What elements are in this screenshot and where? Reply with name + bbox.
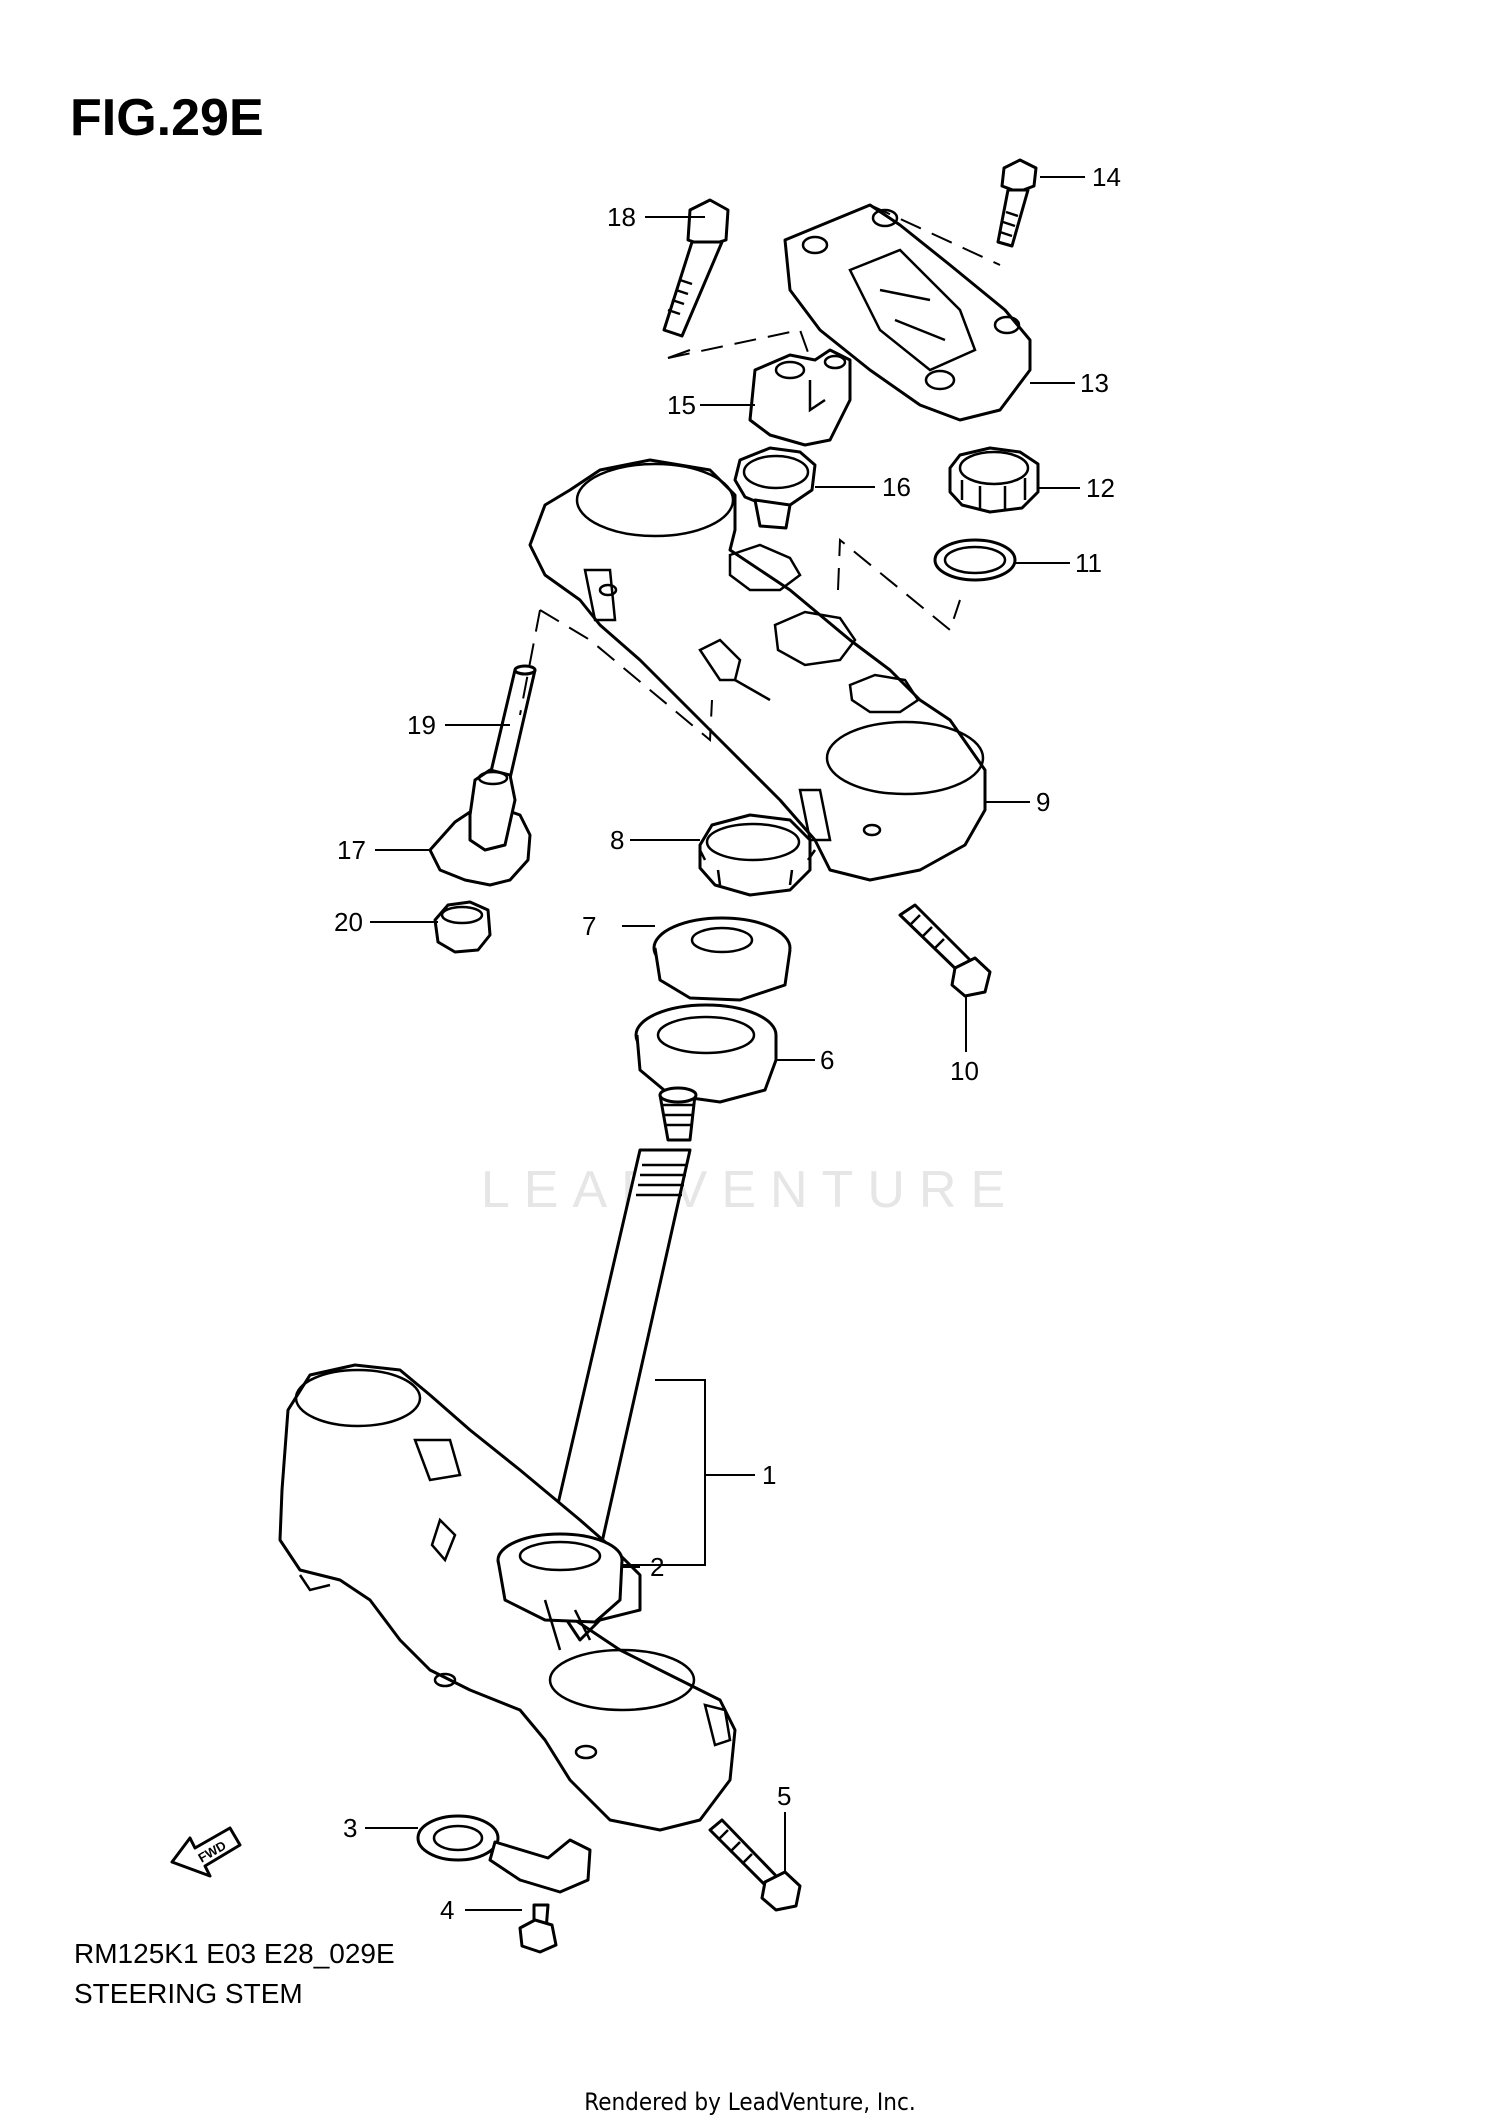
callout-19[interactable]: 19 — [407, 710, 436, 740]
part-7-dust-seal[interactable] — [652, 916, 792, 1002]
callout-14[interactable]: 14 — [1092, 162, 1121, 192]
assembly-guide-lines — [519, 204, 1001, 743]
callout-10[interactable]: 10 — [950, 1056, 979, 1086]
callout-9[interactable]: 9 — [1036, 787, 1050, 817]
callout-7[interactable]: 7 — [582, 911, 596, 941]
callout-5[interactable]: 5 — [777, 1781, 791, 1811]
part-4-bolt[interactable] — [518, 1903, 558, 1954]
callout-6[interactable]: 6 — [820, 1045, 834, 1075]
part-1-steering-stem[interactable] — [278, 1086, 737, 1832]
figure-title: FIG.29E — [70, 89, 264, 147]
part-9-upper-bracket[interactable] — [528, 458, 987, 882]
callout-leaders — [365, 176, 1085, 1911]
callout-labels: 18 14 13 15 16 12 11 9 19 17 20 8 7 6 10… — [334, 162, 1121, 1925]
part-14-bolt[interactable] — [996, 158, 1038, 248]
part-12-stem-nut[interactable] — [948, 446, 1040, 514]
rendered-by-footer: Rendered by LeadVenture, Inc. — [584, 2088, 916, 2116]
part-5-bolt[interactable] — [708, 1818, 802, 1912]
part-18-bolt[interactable] — [662, 198, 730, 338]
callout-20[interactable]: 20 — [334, 907, 363, 937]
part-17-damper[interactable] — [428, 768, 532, 887]
part-20-nut[interactable] — [433, 900, 492, 954]
callout-18[interactable]: 18 — [607, 202, 636, 232]
callout-11[interactable]: 11 — [1075, 548, 1102, 578]
callout-3[interactable]: 3 — [343, 1813, 357, 1843]
part-10-bolt[interactable] — [898, 903, 992, 998]
part-15-clamp-holder[interactable] — [748, 348, 852, 447]
part-13-handlebar-clamp[interactable] — [783, 203, 1032, 422]
part-8-lock-nut[interactable] — [698, 813, 817, 897]
callout-1[interactable]: 1 — [762, 1460, 776, 1490]
part-16-cushion[interactable] — [733, 446, 817, 530]
callout-12[interactable]: 12 — [1086, 473, 1115, 503]
callout-8[interactable]: 8 — [610, 825, 624, 855]
fwd-arrow-icon: FWD — [170, 1826, 242, 1878]
model-code: RM125K1 E03 E28_029E — [74, 1938, 395, 1969]
callout-17[interactable]: 17 — [337, 835, 366, 865]
callout-4[interactable]: 4 — [440, 1895, 454, 1925]
watermark: LEADVENTURE — [480, 1161, 1020, 1219]
diagram-name: STEERING STEM — [74, 1978, 303, 2009]
callout-13[interactable]: 13 — [1080, 368, 1109, 398]
callout-16[interactable]: 16 — [882, 472, 911, 502]
part-6-bearing[interactable] — [634, 1003, 778, 1104]
part-3-clamp[interactable] — [416, 1814, 592, 1894]
callout-2[interactable]: 2 — [650, 1552, 664, 1582]
part-11-washer[interactable] — [933, 538, 1017, 582]
callout-15[interactable]: 15 — [667, 390, 696, 420]
